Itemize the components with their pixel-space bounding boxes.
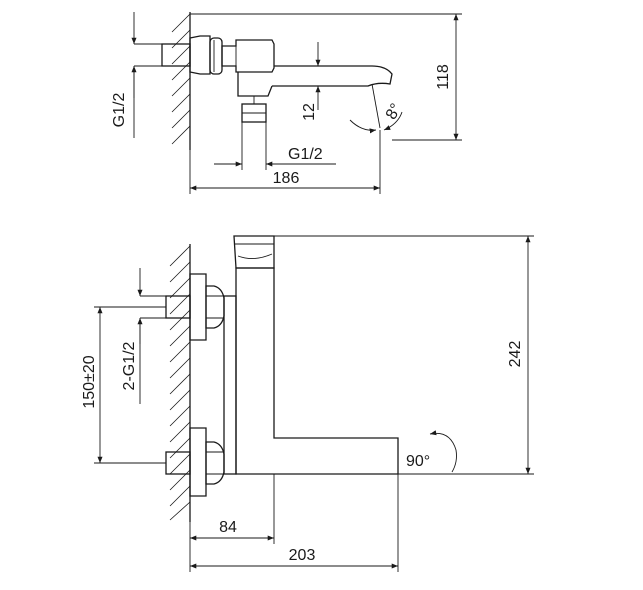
top-height-label: 118: [435, 64, 452, 90]
top-g12-vertical-label: G1/2: [111, 93, 128, 128]
front-length-label: 203: [289, 547, 316, 564]
front-lower-inlet: [165, 451, 191, 475]
front-view: 150±20 2-G1/2 242 90° 84 203: [81, 235, 534, 572]
front-inlet-label: 2-G1/2: [121, 341, 138, 390]
top-g12-horizontal-label: G1/2: [288, 146, 323, 163]
front-valve-body: [223, 295, 237, 475]
front-lower-nut: [189, 427, 207, 497]
top-wall-hatching: [171, 13, 191, 145]
front-rotation-arc: [429, 430, 457, 473]
front-wall-hatching: [169, 245, 191, 521]
top-spout-height-label: 12: [301, 103, 318, 121]
top-nut: [189, 35, 211, 75]
top-valve-body: [221, 39, 275, 73]
front-rotation-label: 90°: [406, 453, 430, 470]
front-handle-cap: [233, 235, 275, 269]
top-angle-label: 8°: [383, 101, 405, 123]
top-view: G1/2 12 8° 118 G1/2 186: [111, 12, 462, 194]
top-spout: [272, 65, 393, 87]
front-offset-label: 84: [219, 519, 237, 536]
front-upper-nut: [189, 273, 207, 341]
top-flange: [209, 37, 223, 75]
front-column: [235, 267, 399, 475]
front-upper-inlet: [165, 295, 191, 319]
top-inlet-pipe: [161, 43, 191, 67]
top-length-label: 186: [273, 170, 300, 187]
front-spacing-label: 150±20: [81, 355, 98, 408]
top-lower-body: [237, 72, 273, 97]
front-height-label: 242: [507, 341, 524, 368]
